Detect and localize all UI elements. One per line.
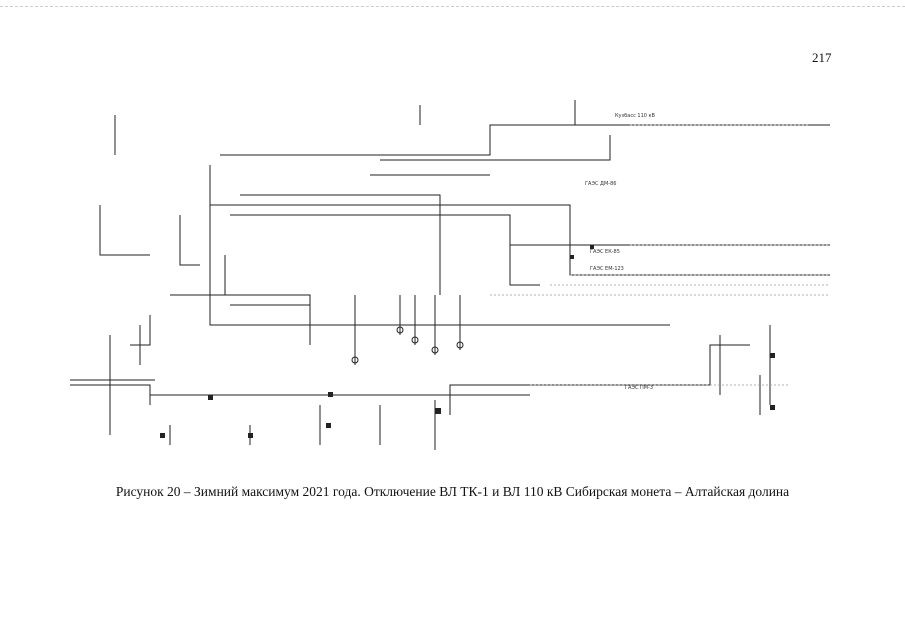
page-top-rule	[0, 6, 905, 7]
network-schematic-diagram: Кузбасс 110 кВ ГАЭС ДМ-86 ГАЭС ЕК-85 ГАЭ…	[70, 100, 830, 450]
label-bus-110: Кузбасс 110 кВ	[615, 113, 656, 119]
node-markers	[160, 245, 775, 438]
schematic-lines	[70, 100, 830, 450]
figure-caption: Рисунок 20 – Зимний максимум 2021 года. …	[115, 484, 790, 499]
schematic-labels: Кузбасс 110 кВ ГАЭС ДМ-86 ГАЭС ЕК-85 ГАЭ…	[585, 113, 656, 391]
page-number: 217	[812, 50, 832, 65]
dashed-feeder-lines	[490, 124, 830, 386]
label-hpp-pm: ГАЭС ПМ-3	[625, 385, 653, 391]
label-hpp-em: ГАЭС ЕМ-123	[590, 266, 624, 272]
label-hpp-ek: ГАЭС ЕК-85	[590, 249, 620, 255]
label-hpp-dm: ГАЭС ДМ-86	[585, 181, 616, 187]
